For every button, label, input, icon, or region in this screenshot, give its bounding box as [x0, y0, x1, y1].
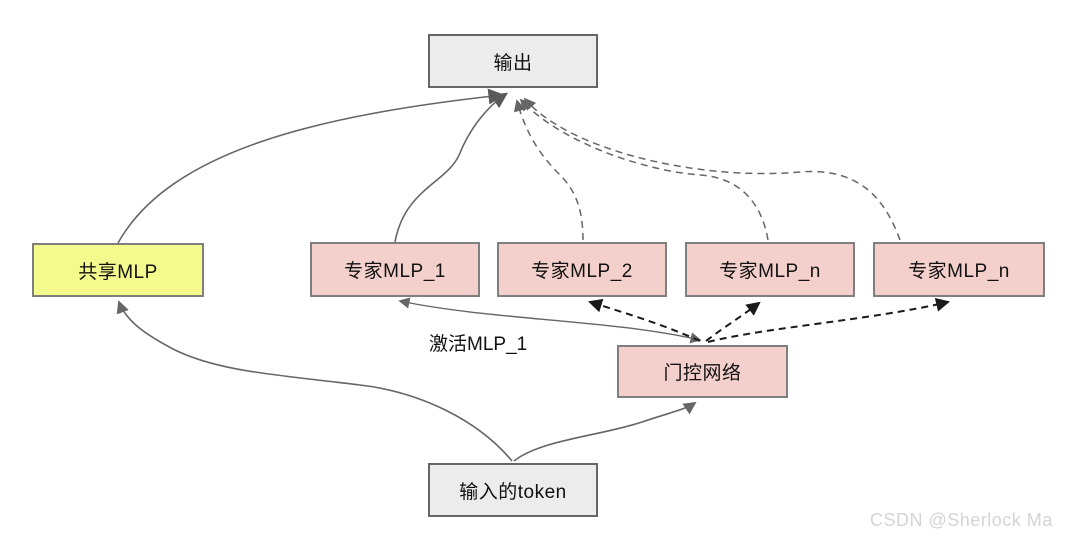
- edge-gate-to-expert4-dashed: [707, 297, 951, 343]
- node-gating-network-label: 门控网络: [663, 363, 742, 384]
- node-expert-mlp-2: 专家MLP_2: [497, 242, 667, 297]
- edge-gate-to-expert2-dashed: [587, 298, 701, 342]
- node-expert-mlp-1: 专家MLP_1: [310, 242, 480, 297]
- edge-expert3-to-output-dashed: [519, 98, 769, 241]
- node-shared-mlp-label: 共享MLP: [78, 261, 158, 283]
- node-expert-mlp-n3-label: 专家MLP_n: [719, 261, 821, 282]
- edge-token-to-gate: [513, 401, 697, 462]
- node-input-token-label: 输入的token: [459, 481, 567, 503]
- node-output-label: 输出: [493, 52, 533, 74]
- edge-gate-to-expert3-dashed: [705, 301, 761, 342]
- watermark: CSDN @Sherlock Ma: [870, 510, 1053, 530]
- edge-shared-mlp-to-output: [117, 88, 505, 244]
- edge-label-activate-mlp1: 激活MLP_1: [429, 334, 528, 355]
- node-expert-mlp-1-label: 专家MLP_1: [344, 261, 446, 282]
- node-input-token: 输入的token: [428, 463, 598, 517]
- edge-token-to-shared-mlp: [116, 300, 513, 462]
- node-expert-mlp-n4-label: 专家MLP_n: [908, 261, 1010, 282]
- edge-expert2-to-output-dashed: [513, 99, 584, 241]
- edge-expert4-to-output-dashed: [523, 97, 901, 241]
- node-gating-network: 门控网络: [617, 345, 788, 398]
- node-expert-mlp-2-label: 专家MLP_2: [531, 261, 633, 282]
- node-expert-mlp-n4: 专家MLP_n: [873, 242, 1045, 297]
- node-shared-mlp: 共享MLP: [32, 243, 204, 297]
- edge-expert1-to-output: [394, 92, 508, 243]
- node-output: 输出: [428, 34, 598, 88]
- node-expert-mlp-n3: 专家MLP_n: [685, 242, 855, 297]
